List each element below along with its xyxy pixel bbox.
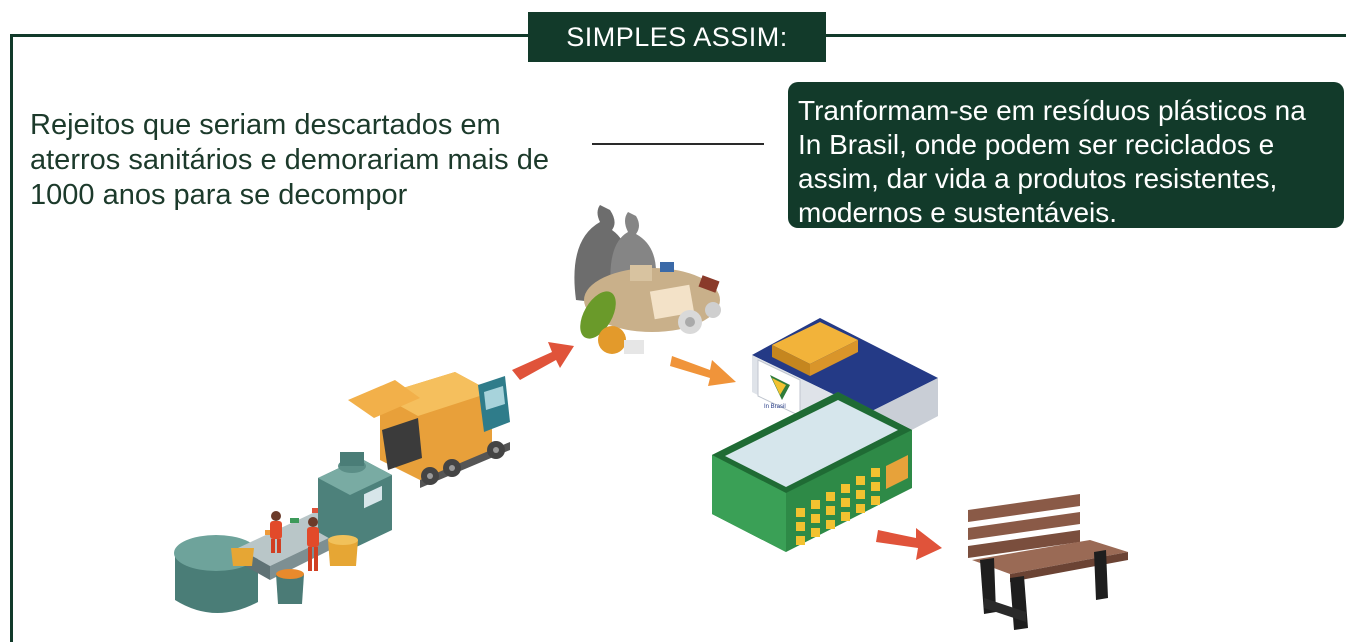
sorting-plant-icon (174, 452, 392, 614)
factory-logo-text: In Brasil (764, 404, 786, 410)
recycling-caption-box: Tranformam-se em resíduos plásticos na I… (788, 82, 1344, 228)
waste-pile-icon (574, 205, 721, 354)
arrow-icon (512, 342, 574, 380)
park-bench-icon (968, 494, 1128, 630)
arrow-icon (876, 528, 942, 560)
arrow-icon (670, 356, 736, 386)
worker-figure (270, 511, 282, 553)
frame-border-left (10, 34, 13, 642)
recycling-building-icon (712, 392, 912, 552)
title-banner: SIMPLES ASSIM: (528, 12, 826, 62)
caption-connector-line (592, 143, 764, 145)
frame-border-top-left (10, 34, 528, 37)
landfill-caption: Rejeitos que seriam descartados em aterr… (30, 109, 549, 211)
recycling-caption: Tranformam-se em resíduos plásticos na I… (798, 95, 1306, 228)
worker-figure (307, 517, 319, 571)
frame-border-top-right (826, 34, 1346, 37)
garbage-truck-icon (348, 372, 510, 488)
title-text: SIMPLES ASSIM: (566, 21, 788, 52)
building-windows (796, 468, 880, 545)
